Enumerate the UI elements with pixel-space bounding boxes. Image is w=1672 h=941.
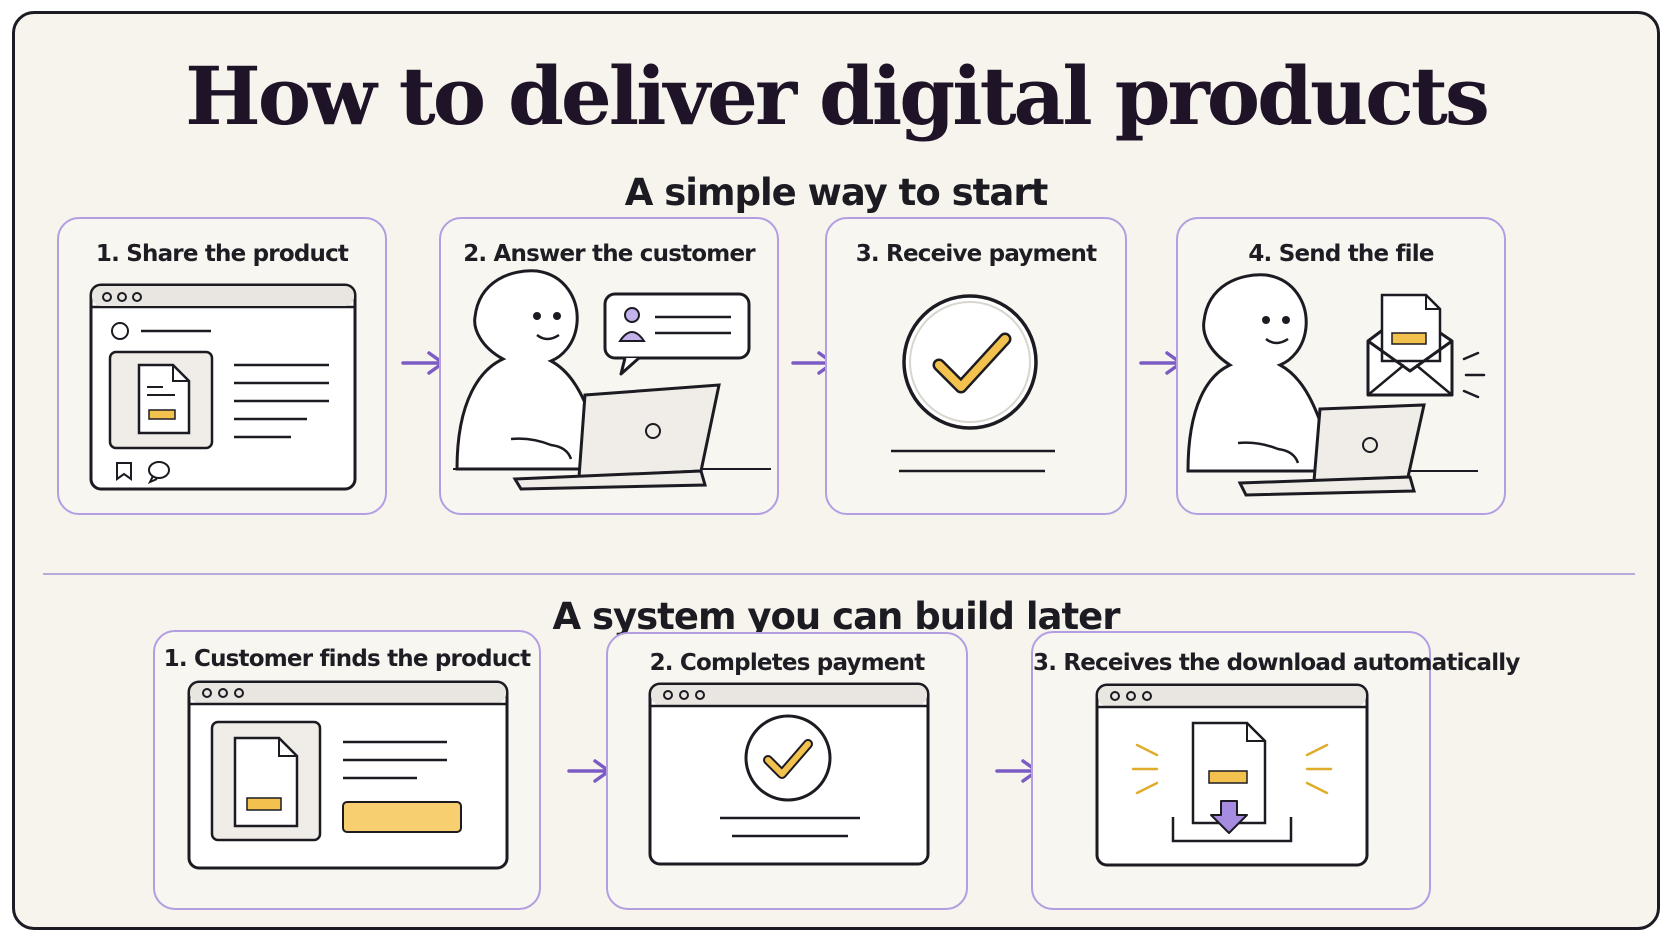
step-card-customer-finds-product: 1. Customer finds the product [153, 630, 541, 910]
step-label: 1. Share the product [95, 241, 349, 267]
step-label: 3. Receive payment [855, 241, 1097, 267]
section-heading-system: A system you can build later [552, 595, 1120, 638]
step-card-send-file: 4. Send the file [1176, 217, 1506, 515]
step-card-receive-payment: 3. Receive payment [825, 217, 1127, 515]
person-sending-email-icon [1186, 273, 1486, 497]
page-title: How to deliver digital products [185, 49, 1490, 143]
step-card-share-product: 1. Share the product [57, 217, 387, 515]
infographic-frame: How to deliver digital products A simple… [12, 11, 1660, 930]
product-page-icon [187, 680, 509, 870]
step-card-completes-payment: 2. Completes payment [606, 632, 968, 910]
step-card-receives-download: 3. Receives the download automatically [1031, 631, 1520, 910]
product-listing-icon [89, 283, 357, 491]
section-heading-simple: A simple way to start [624, 171, 1049, 214]
file-download-icon [1095, 683, 1369, 867]
step-label: 1. Customer finds the product [163, 646, 531, 672]
section-divider [43, 573, 1635, 575]
step-label: 2. Completes payment [649, 650, 926, 676]
checkmark-circle-icon [891, 294, 1055, 473]
step-card-answer-customer: 2. Answer the customer [439, 217, 779, 515]
step-label: 2. Answer the customer [463, 241, 755, 267]
person-chatting-icon [453, 269, 771, 491]
payment-complete-icon [648, 682, 930, 866]
step-label: 4. Send the file [1248, 241, 1434, 267]
step-label: 3. Receives the download automatically [1033, 650, 1520, 676]
